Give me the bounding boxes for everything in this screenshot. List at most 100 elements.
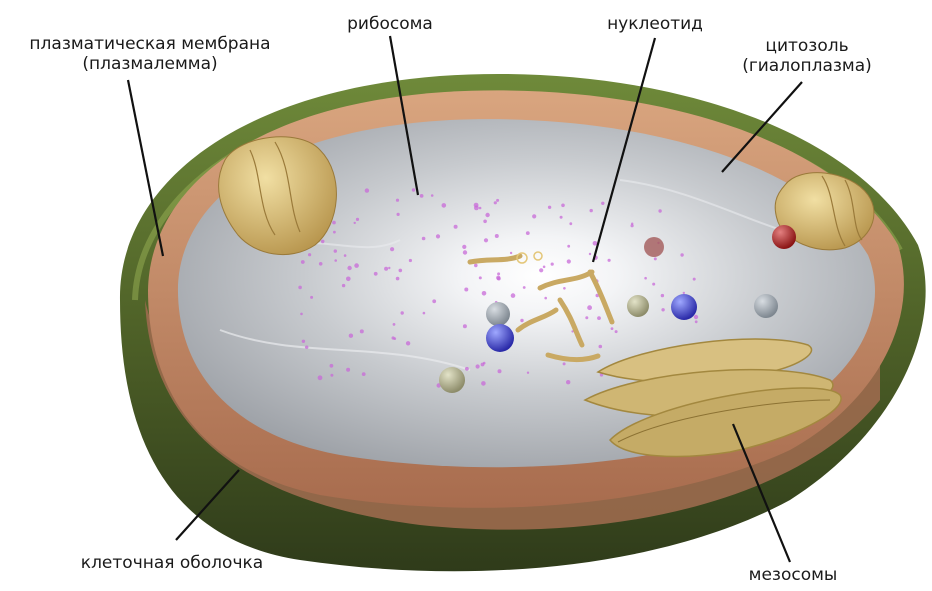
- ribosome-dot: [523, 286, 526, 289]
- ribosome-dot: [393, 323, 396, 326]
- ribosome-dot: [422, 237, 426, 241]
- ribosome-dot: [497, 272, 500, 275]
- ribosome-dot: [388, 267, 390, 269]
- ribosome-dot: [601, 202, 604, 205]
- ribosome-dot: [330, 364, 334, 368]
- ribosome-dot: [330, 374, 333, 377]
- ribosome-dot: [608, 259, 611, 262]
- label-ribosome-text: рибосома: [330, 14, 450, 34]
- ribosome-dot: [302, 340, 305, 343]
- ribosome-dot: [483, 362, 486, 365]
- ribosome-dot: [300, 313, 303, 316]
- ribosome-dot: [409, 259, 412, 262]
- ribosome-dot: [520, 319, 523, 322]
- label-plasma-membrane-line1: плазматическая мембрана: [5, 34, 295, 54]
- ribosome-dot: [551, 263, 554, 266]
- ribosome-dot: [310, 296, 313, 299]
- ribosome-dot: [544, 297, 547, 300]
- ribosome-dot: [661, 308, 664, 311]
- ribosome-dot: [567, 259, 571, 263]
- ribosome-dot: [694, 315, 698, 319]
- ribosome-dot: [585, 316, 588, 319]
- ribosome-dot: [397, 213, 400, 216]
- ribosome-dot: [362, 372, 366, 376]
- ribosome-dot: [611, 327, 614, 330]
- ribosome-dot: [654, 257, 657, 260]
- ribosome-dot: [495, 234, 499, 238]
- ribosome-dot: [589, 253, 591, 255]
- ribosome-dot: [464, 288, 468, 292]
- ribosome-dot: [436, 234, 440, 238]
- label-cytosol: цитозоль (гиалоплазма): [732, 36, 882, 76]
- ribosome-dot: [384, 267, 388, 271]
- ribosome-dot: [356, 218, 359, 221]
- ribosome-dot: [333, 231, 336, 234]
- ribosome-dot: [652, 283, 655, 286]
- ribosome-dot: [631, 224, 634, 227]
- ribosome-dot: [658, 209, 661, 212]
- ribosome-dot: [354, 263, 359, 268]
- ribosome-dot: [334, 249, 337, 252]
- ribosome-dot: [346, 277, 351, 282]
- ribosome-dot: [374, 272, 378, 276]
- label-plasma-membrane: плазматическая мембрана (плазмалемма): [5, 34, 295, 74]
- label-cytosol-line2: (гиалоплазма): [732, 56, 882, 76]
- ribosome-dot: [597, 316, 601, 320]
- ribosome-dot: [334, 259, 337, 262]
- ribosome-dot: [569, 222, 572, 225]
- ribosome-dot: [526, 231, 530, 235]
- label-nucleotide: нуклеотид: [590, 14, 720, 34]
- ribosome-dot: [683, 292, 685, 294]
- ribosome-dot: [532, 214, 536, 218]
- ribosome-dot: [587, 305, 592, 310]
- ribosome-dot: [481, 381, 486, 386]
- ribosome-dot: [442, 203, 447, 208]
- ribosome-dot: [365, 188, 369, 192]
- label-cytosol-line1: цитозоль: [732, 36, 882, 56]
- ribosome-dot: [305, 346, 308, 349]
- label-mesosomes-text: мезосомы: [728, 565, 858, 585]
- ribosome-dot: [615, 330, 618, 333]
- ribosome-dot: [476, 364, 480, 368]
- ribosome-dot: [342, 284, 345, 287]
- ribosome-dot: [346, 368, 350, 372]
- ribosome-dot: [465, 367, 469, 371]
- label-cell-wall: клеточная оболочка: [62, 553, 282, 573]
- ribosome-dot: [321, 240, 325, 244]
- ribosome-dot: [344, 254, 347, 257]
- label-cell-wall-text: клеточная оболочка: [62, 553, 282, 573]
- ribosome-dot: [401, 311, 404, 314]
- ribosome-dot: [599, 345, 603, 349]
- ribosome-dot: [563, 362, 566, 365]
- ribosome-dot: [301, 260, 305, 264]
- ribosome-dot: [354, 222, 356, 224]
- ribosome-dot: [485, 213, 489, 217]
- ribosome-dot: [396, 199, 399, 202]
- ribosome-dot: [695, 320, 698, 323]
- ribosome-dot: [543, 266, 546, 269]
- ribosome-dot: [479, 276, 482, 279]
- ribosome-dot: [693, 278, 696, 281]
- label-mesosomes: мезосомы: [728, 565, 858, 585]
- ribosome-dot: [593, 241, 598, 246]
- ribosome-dot: [390, 247, 394, 251]
- ribosome-dot: [510, 252, 512, 254]
- ribosome-dot: [462, 245, 466, 249]
- ribosome-dot: [511, 293, 516, 298]
- ribosome-dot: [590, 209, 593, 212]
- ribosome-dot: [496, 199, 499, 202]
- ribosome-dot: [474, 264, 478, 268]
- ribosome-dot: [497, 277, 501, 281]
- ribosome-dot: [563, 287, 566, 290]
- ribosome-dot: [484, 238, 488, 242]
- ribosome-dot: [349, 334, 353, 338]
- label-plasma-membrane-line2: (плазмалемма): [5, 54, 295, 74]
- ribosome-dot: [332, 221, 336, 225]
- ribosome-dot: [566, 380, 570, 384]
- ribosome-dot: [561, 204, 565, 208]
- ribosome-dot: [567, 245, 570, 248]
- ribosome-dot: [392, 336, 395, 339]
- ribosome-dot: [420, 194, 424, 198]
